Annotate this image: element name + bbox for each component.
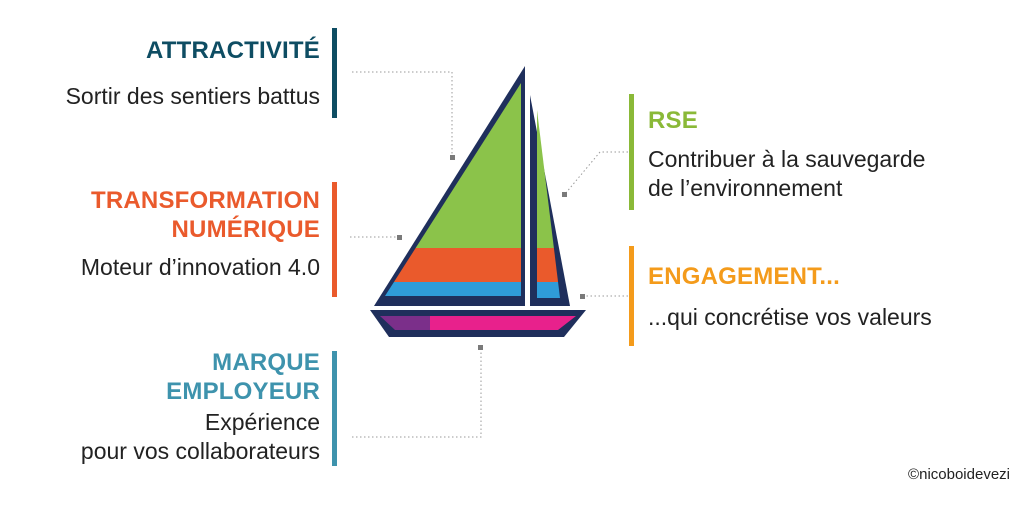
marque-title-line1: MARQUE [212,349,320,376]
jib-sail [530,95,570,306]
engagement-title: ENGAGEMENT... [648,263,840,290]
connector-marque [352,348,482,438]
main-sail [374,66,525,306]
engagement-block: ENGAGEMENT... ...qui concrétise vos vale… [648,262,932,332]
marque-subtitle-line2: pour vos collaborateurs [80,438,320,464]
marque-block: MARQUE EMPLOYEUR Expérience pour vos col… [81,348,320,466]
transformation-block: TRANSFORMATION NUMÉRIQUE Moteur d’innova… [81,186,320,282]
rse-subtitle-line1: Contribuer à la sauvegarde [648,146,926,172]
hull [370,310,586,337]
connector-lines [350,71,628,438]
rse-bar [629,94,634,210]
transformation-title-line1: TRANSFORMATION [91,187,320,214]
connector-dots [397,155,585,350]
transformation-bar [332,182,337,297]
engagement-subtitle: ...qui concrétise vos valeurs [648,304,932,330]
rse-title: RSE [648,107,698,134]
rse-subtitle-line2: de l’environnement [648,175,843,201]
marque-title-line2: EMPLOYEUR [166,378,320,405]
engagement-bar [629,246,634,346]
attractivite-block: ATTRACTIVITÉ Sortir des sentiers battus [66,36,320,111]
rse-block: RSE Contribuer à la sauvegarde de l’envi… [648,106,925,203]
marque-subtitle-line1: Expérience [204,409,320,435]
connector-attractivite [352,71,453,157]
attractivite-bar [332,28,337,118]
copyright-text: ©nicoboidevezi [908,466,1010,483]
attractivite-title: ATTRACTIVITÉ [146,37,320,64]
attractivite-subtitle: Sortir des sentiers battus [65,83,320,109]
transformation-subtitle: Moteur d’innovation 4.0 [80,254,320,280]
transformation-title-line2: NUMÉRIQUE [171,216,320,243]
connector-rse [564,151,628,195]
marque-bar [332,351,337,466]
